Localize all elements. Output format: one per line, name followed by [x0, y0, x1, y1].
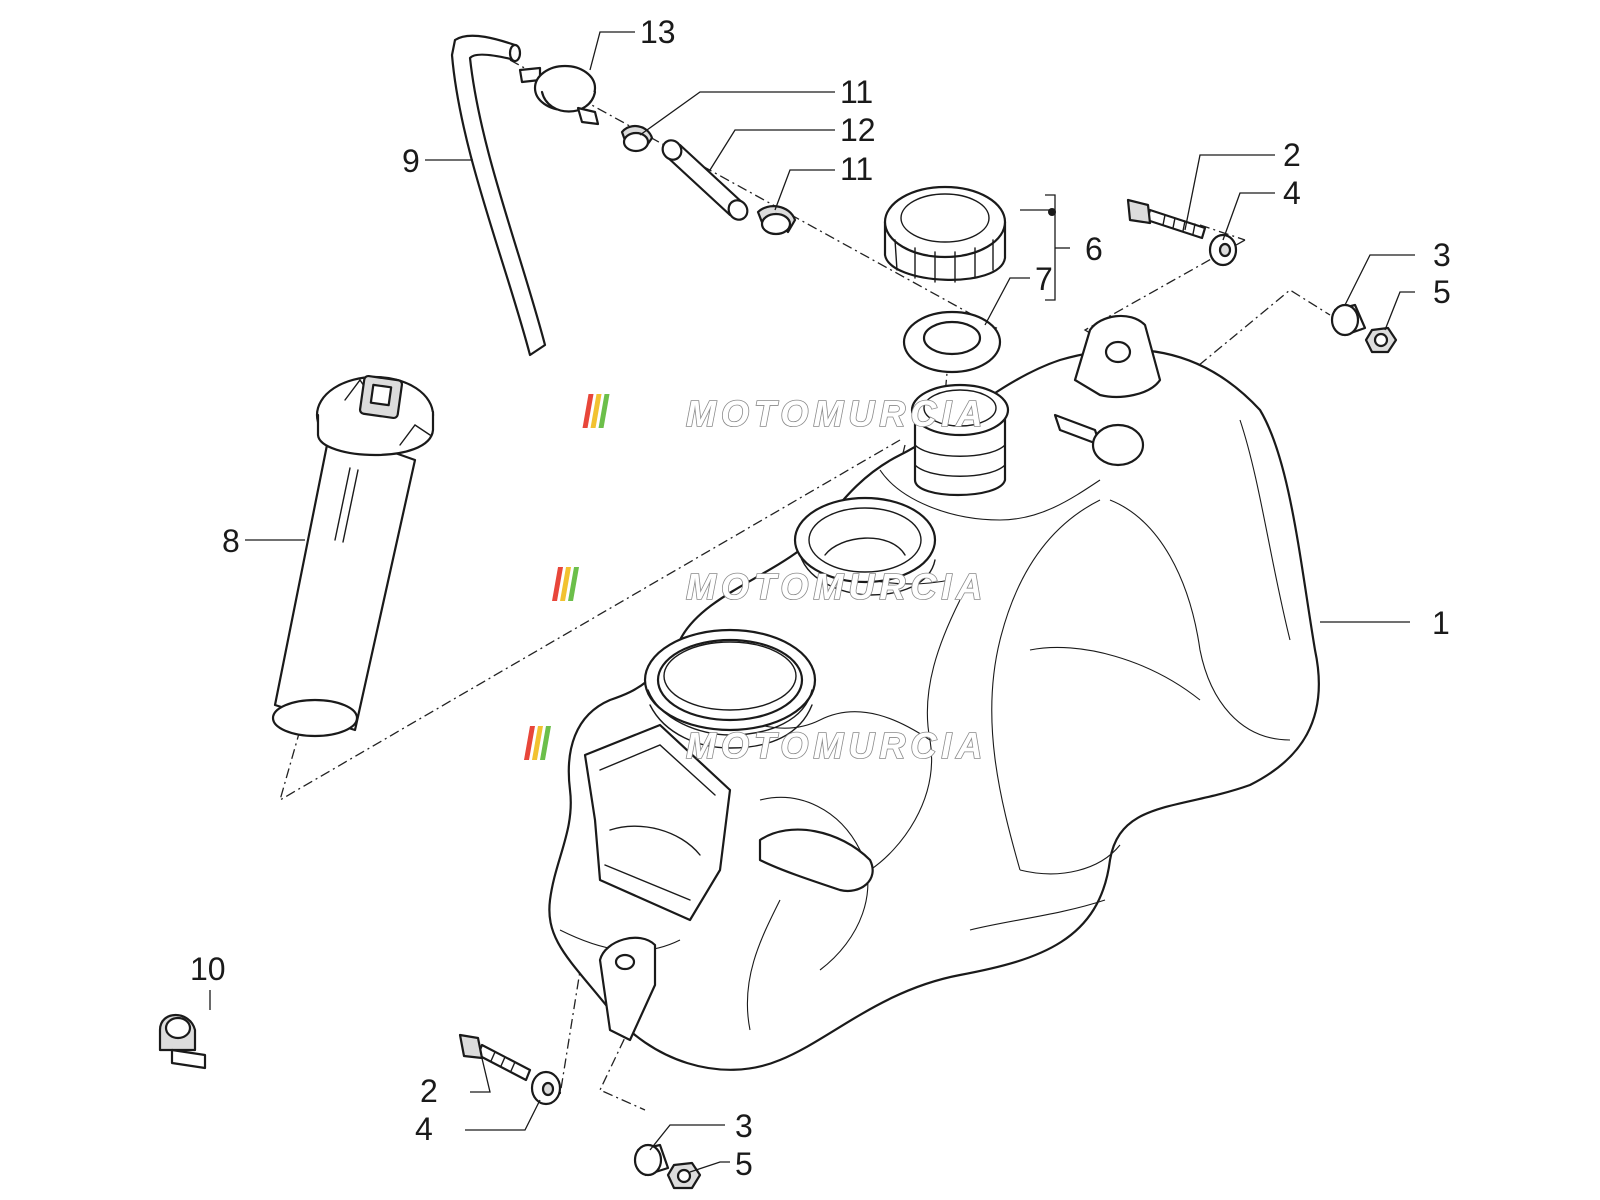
callout-13: 13: [640, 14, 676, 50]
nut-upper: [1364, 326, 1398, 354]
rollover-valve: [518, 64, 600, 126]
watermark-stripe: [552, 567, 564, 601]
hose-section: [661, 139, 749, 221]
callout-11-upper: 11: [840, 74, 873, 110]
watermark-stripe: [560, 567, 572, 601]
callout-4-lower: 4: [415, 1111, 433, 1147]
callout-5-lower: 5: [735, 1146, 753, 1182]
watermarks: MOTOMURCIA MOTOMURCIA MOTOMURCIA: [523, 392, 987, 767]
callout-2-lower: 2: [420, 1073, 438, 1109]
watermark-stripe: [590, 394, 602, 428]
callout-3-upper: 3: [1433, 237, 1451, 273]
spacer-upper: [1330, 303, 1367, 337]
leader-lines: [209, 31, 1415, 1173]
callout-3-lower: 3: [735, 1108, 753, 1144]
watermark-logo: MOTOMURCIA: [523, 724, 987, 767]
watermark-stripe: [539, 726, 551, 760]
callout-5-upper: 5: [1433, 274, 1451, 310]
callout-8: 8: [222, 523, 240, 559]
watermark-text: MOTOMURCIA: [686, 566, 987, 607]
callout-7: 7: [1035, 261, 1053, 297]
watermark-text: MOTOMURCIA: [686, 393, 987, 434]
fuel-level-sender: [271, 374, 435, 738]
callout-10: 10: [190, 951, 226, 987]
cap-leader-dot: [1048, 208, 1056, 216]
watermark-stripe: [531, 726, 543, 760]
watermark-logo: MOTOMURCIA: [552, 565, 987, 608]
callout-11-lower: 11: [840, 151, 873, 187]
callout-1: 1: [1432, 605, 1450, 641]
callout-12: 12: [840, 112, 876, 148]
washer-lower: [530, 1070, 562, 1106]
watermark-text: MOTOMURCIA: [686, 725, 987, 766]
hose-clip: [158, 1014, 207, 1070]
watermark-stripe: [568, 567, 580, 601]
washer-upper: [1208, 233, 1238, 267]
cap-seal-ring: [902, 310, 1002, 374]
watermark-logo: MOTOMURCIA: [582, 392, 987, 435]
watermark-stripe: [582, 394, 594, 428]
nut-lower: [666, 1161, 702, 1190]
callout-2-upper: 2: [1283, 137, 1301, 173]
callout-labels: 1 2 2 3 3 4 4 5 5 6 7 8 9 10 11 11 12 13: [190, 14, 1451, 1182]
spacer-lower: [633, 1143, 670, 1177]
watermark-stripe: [523, 726, 535, 760]
callout-6: 6: [1085, 231, 1103, 267]
fuel-tank: [548, 314, 1320, 1071]
bolt-lower: [458, 1033, 532, 1082]
fuel-cap: [883, 185, 1007, 283]
callout-9: 9: [402, 143, 420, 179]
bolt-upper: [1126, 198, 1207, 240]
callout-4-upper: 4: [1283, 175, 1301, 211]
watermark-stripe: [598, 394, 610, 428]
vent-hose: [450, 34, 547, 357]
hose-clamp-lower: [756, 205, 797, 236]
